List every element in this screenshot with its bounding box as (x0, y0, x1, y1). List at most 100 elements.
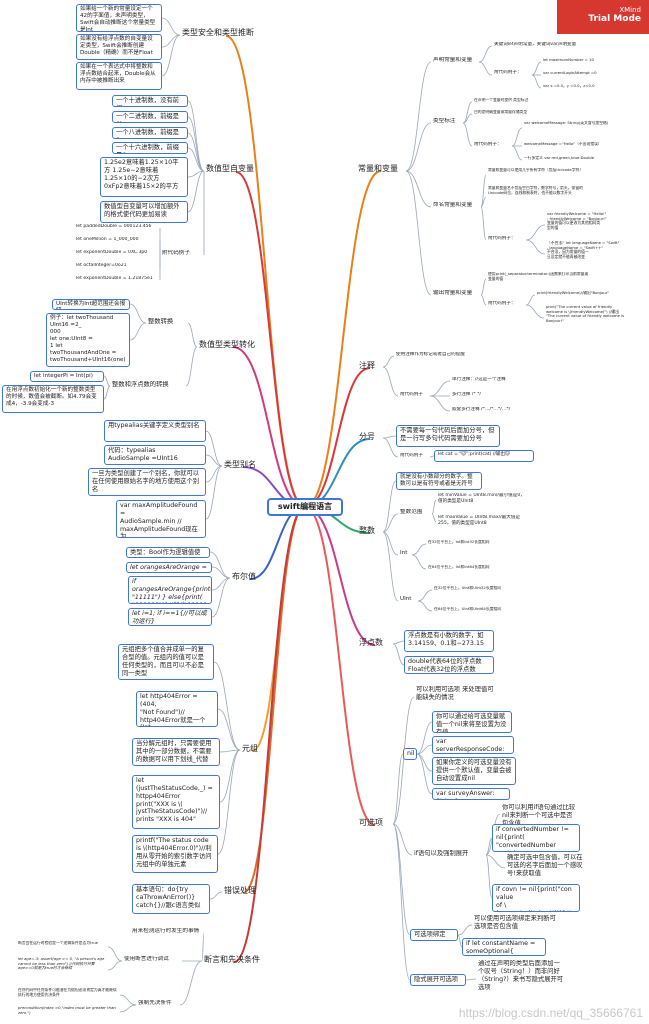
constants-naming-item[interactable]: 常量和变量名不包括空白字符，数学符号，箭头，保留的Unicode码位，连线和制表… (488, 186, 583, 195)
branch-type-alias[interactable]: 类型别名 (224, 460, 256, 469)
numeric-literal-item[interactable]: 数值型自变量可以增加额外的格式使代码更加易读 (100, 201, 188, 223)
connector (392, 643, 405, 666)
assert-item[interactable]: 用来检测运行时发生的事情 (132, 928, 200, 934)
type-safety-item[interactable]: 如果给一个新的常量设定一个42的字面值，未声明类型，Swift会自动推断这个常量… (76, 4, 162, 32)
numeric-literal-item[interactable]: 一个二进制数，前缀是0b (112, 111, 188, 123)
numeric-literal-item[interactable]: 1.25e2意味着1.25×10平方 1.25e−2意味着1.25×10的−2次… (100, 157, 188, 197)
numeric-example-label[interactable]: 附代码例子 (162, 250, 190, 256)
numeric-literal-item[interactable]: 一个十六进制数，前缀是0x (112, 142, 188, 154)
alias-item[interactable]: var maxAmplitudeFound = AudioSample.min … (116, 500, 206, 538)
float-item[interactable]: 浮点数是有小数的数字，如3.14159、0.1和−273.15 (404, 630, 494, 652)
constants-declare-title[interactable]: 声明常量和变量 (433, 57, 473, 63)
branch-error-handling[interactable]: 错误处理 (224, 886, 256, 895)
constants-naming-item[interactable]: 常量和变量可以使用几乎所有字符（包括Unicode字符） (488, 168, 584, 172)
constants-declare-item[interactable]: 关键词let声明常量，关键词var声明变量 (494, 42, 577, 47)
error-item[interactable]: 基本语句：do{try caThrowAnError()} catch{}//跟… (132, 884, 210, 914)
optional-if-item[interactable]: 确定可选中包含值，可以在可选的名字后面加一个感叹号!来获取值 (507, 854, 583, 877)
connector (416, 753, 433, 772)
connector (480, 196, 487, 208)
numeric-example: let exponentDouble = 1.21875e1 (76, 276, 153, 281)
optional-unwrap-item[interactable]: 通过在声明的类型后面添加一个叹号（String！）而非问好（String?）来书… (478, 960, 564, 991)
branch-float[interactable]: 浮点数 (359, 638, 383, 647)
optional-binding-item[interactable]: 可以使用可选项绑定来判断可选项是否包含值 (474, 915, 556, 930)
conversion-int-item[interactable]: 例子：let twoThousand UInt16 =2_ 000 let on… (46, 313, 130, 367)
optional-if-item[interactable]: if convertedNumber != nil{print( "conver… (492, 824, 580, 852)
optional-nil-title[interactable]: nil (403, 748, 417, 760)
semicolon-example-label[interactable]: 附代码例子 (400, 453, 423, 458)
conversion-int-item[interactable]: UInt转换为Int超范围还会报错 (52, 299, 130, 310)
center-node[interactable]: swift编程语言 (267, 498, 343, 516)
bool-item[interactable]: let orangesAreOrange = true (126, 562, 212, 573)
bool-item[interactable]: if orangesAreOrange{print( "11111") } el… (128, 576, 212, 604)
assert-item[interactable]: 使用断言进行调试 (124, 956, 169, 962)
alias-item[interactable]: 代码：typealias AudioSample =UInt16 (104, 445, 206, 465)
numeric-literal-item[interactable]: 一个十进制数，没有前缀 (112, 95, 188, 107)
constants-print-item[interactable]: 使用print(_separator:terminator:)函数来打印当前常量… (488, 272, 589, 281)
connector (411, 543, 427, 556)
branch-tuple[interactable]: 元组 (242, 744, 258, 753)
alias-item[interactable]: 用typealias关键字定义类型别名 (104, 420, 206, 442)
optional-nil-item[interactable]: var surveyAnswer: String? (432, 788, 510, 800)
comment-item[interactable]: 使用注释作为标记或者自己的提醒 (396, 352, 465, 357)
branch-bool[interactable]: 布尔值 (232, 572, 256, 581)
connector (103, 385, 111, 400)
comment-example-label[interactable]: 附代码例子 (400, 392, 423, 397)
conversion-float-item[interactable]: 在用浮点数初始化一个新的整数类型的时候，数值会被截断。如4.79会变成4，-3.… (2, 385, 104, 413)
branch-comment[interactable]: 注释 (359, 361, 375, 370)
branch-numeric-literals[interactable]: 数值型自变量 (206, 164, 254, 173)
assert-item[interactable]: 强制先决条件 (138, 1000, 172, 1006)
conversion-float-item[interactable]: let integerPi = Int(pi) (30, 371, 104, 382)
constants-annotation-title[interactable]: 类型标注 (433, 118, 456, 124)
constants-naming-title[interactable]: 命名常量和变量 (433, 202, 473, 208)
numeric-literal-item[interactable]: 一个八进制数，前缀是0o (112, 127, 188, 139)
optional-if-item[interactable]: 你可以利用if语句通过比较nil来判断一个可选中是否包含值 (502, 804, 576, 824)
tuple-item[interactable]: 元组把多个值合并成单一的复合型的值。元组内的值可以是任何类型的，而且可以不必是同… (118, 644, 214, 680)
constants-annotation-example-label[interactable]: 附代码例子： (474, 142, 502, 147)
integer-item[interactable]: 就是没有小数部分的数字。整数可以是有符号或者是无符号 (396, 472, 482, 490)
constants-declare-example: var currentLoginAttempt =0 (543, 71, 597, 75)
constants-print-example-label[interactable]: 附代码例子： (488, 301, 516, 306)
optional-binding-title[interactable]: 可选项绑定 (410, 929, 458, 941)
optional-binding-item[interactable]: if let constantName = someOptional{ stat… (462, 938, 546, 956)
branch-assertions[interactable]: 断言和先决条件 (204, 955, 260, 964)
branch-integer[interactable]: 整数 (359, 526, 375, 535)
optional-if-item[interactable]: if covn != nil{print("con value of \(con… (492, 884, 580, 912)
connector (107, 946, 123, 962)
optional-if-title[interactable]: if语句以及强制展开 (414, 850, 469, 857)
integer-uint-title[interactable]: UInt (400, 596, 412, 602)
integer-range-title[interactable]: 整数范围 (400, 509, 423, 515)
constants-print-title[interactable]: 输出常量和变量 (433, 290, 473, 296)
numeric-example: let paddedDouble = 000123.456 (76, 224, 152, 229)
constants-naming-example-label[interactable]: 附代码例子： (488, 236, 516, 241)
conversion-float-title[interactable]: 整数和浮点数的转换 (112, 381, 169, 388)
tuple-item[interactable]: let (justTheStatusCode,_) = httpp404Erro… (132, 775, 220, 829)
constants-annotation-item[interactable]: 目的是明确变量或常量存储类型 (474, 110, 528, 114)
branch-conversion[interactable]: 数值型类型转化 (199, 340, 255, 349)
type-safety-item[interactable]: 如果在一个表达式中将整数和浮点数结合起来，Double会从内存中被推断出来 (76, 62, 162, 90)
branch-constants-variables[interactable]: 常量和变量 (358, 164, 398, 173)
bool-item[interactable]: 类型：Bool作为逻辑值使用 (126, 547, 210, 558)
bool-item[interactable]: let i=1; if i==1{//可以成功运行} (128, 608, 212, 626)
tuple-item[interactable]: 当分解元组时，只需要使用其中的一部分数据，不需要的数据可以用下划线_代替 (132, 738, 220, 766)
branch-semicolon[interactable]: 分号 (359, 432, 375, 441)
type-safety-item[interactable]: 如果没有给浮点数的自变量设定类型，Swift会推断创建Double（精确）而不是… (76, 34, 162, 60)
constants-annotation-item[interactable]: 在声明一个变量时提供 类型标注 (474, 98, 529, 102)
optional-nil-item[interactable]: var serverResponseCode: Int? = 404 (432, 736, 514, 754)
connector (187, 170, 205, 178)
optional-nil-item[interactable]: 你可以通过给可选变量赋值一个nil来将至设置为没有值 (432, 711, 512, 733)
integer-int-title[interactable]: Int (400, 550, 408, 556)
semicolon-item[interactable]: 不需要每一句代码后面加分号，但是一行写多句代码需要加分号 (396, 425, 500, 447)
connector (392, 823, 413, 856)
tuple-item[interactable]: let http404Error = (404, "Not Found")// … (136, 691, 218, 727)
alias-item[interactable]: 一旦为类型创建了一个别名，你就可以在任何使用原始名字的地方使用这个别名 (88, 468, 206, 496)
branch-optional[interactable]: 可选项 (359, 818, 383, 827)
optional-unwrap-title[interactable]: 隐式展开可选项 (410, 974, 466, 986)
float-item[interactable]: double代表64位的浮点数 Float代表32位的浮点数 (404, 656, 494, 674)
constants-declare-example-label[interactable]: 附代码例子： (494, 70, 522, 75)
tuple-item[interactable]: printf("The status code is \(http404Erro… (132, 835, 218, 873)
branch-type-safety[interactable]: 类型安全和类型推断 (182, 28, 254, 37)
optional-nil-item[interactable]: 如果你定义的可选变量没有提供一个默认值，变量会被自动设置成nil (432, 757, 516, 785)
optional-intro[interactable]: 可以利用可选项 来处理值可能缺失的情况 (416, 686, 494, 701)
conversion-int-title[interactable]: 整数转换 (148, 318, 174, 325)
connector (429, 455, 435, 458)
